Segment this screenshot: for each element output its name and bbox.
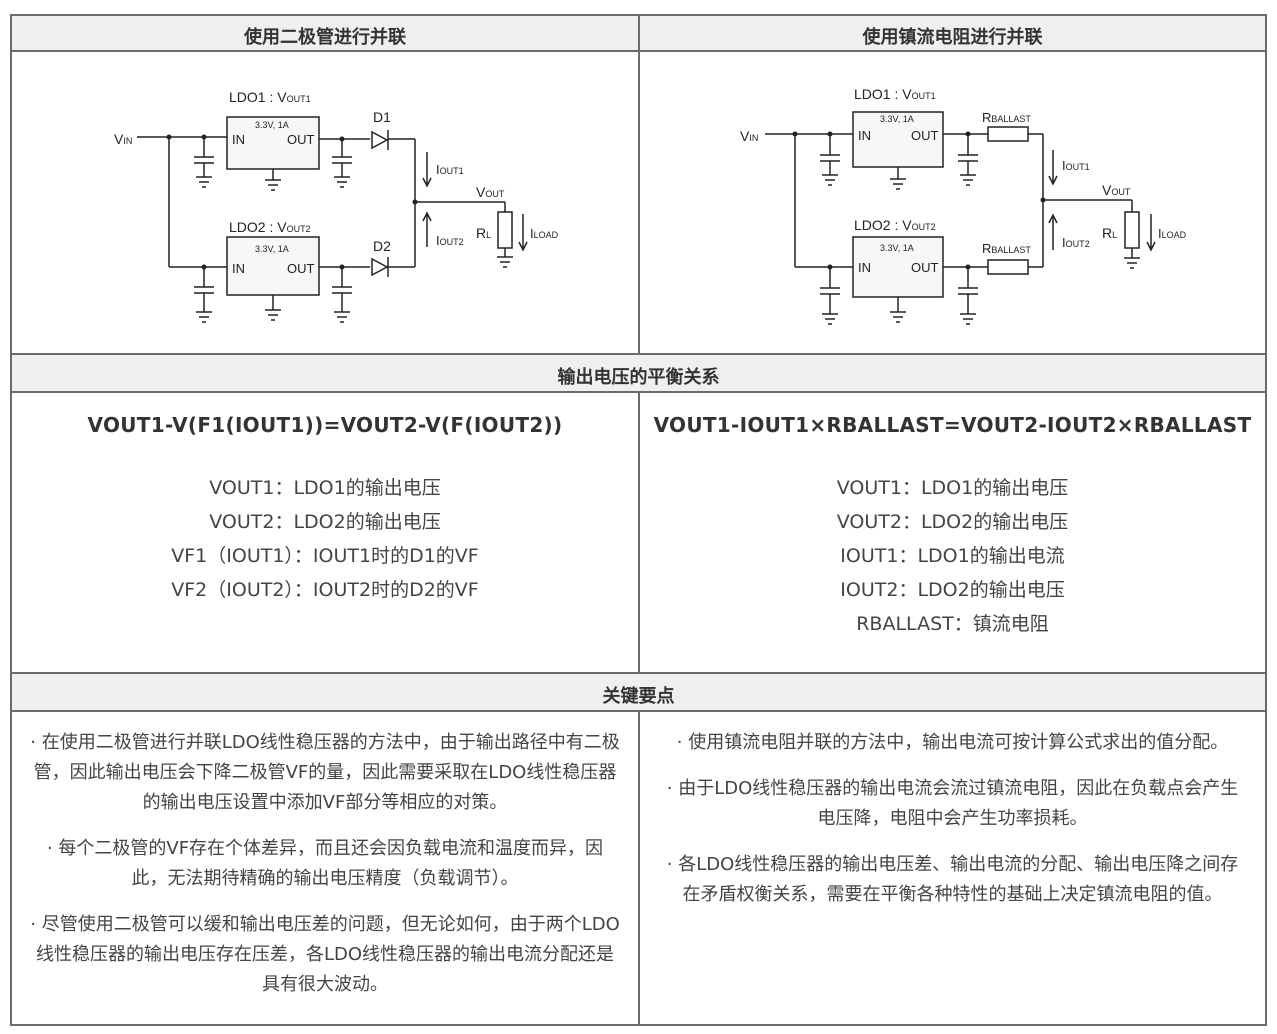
- section-balance-header: 输出电压的平衡关系: [10, 353, 1267, 393]
- rballast2-label: RBALLAST: [982, 241, 1031, 256]
- ldo2-label: LDO2 : VOUT2: [229, 219, 311, 235]
- ldo1-in-pin: IN: [858, 128, 871, 143]
- iout2-label: IOUT2: [1062, 235, 1090, 250]
- formula-left-definitions: VOUT1：LDO1的输出电压 VOUT2：LDO2的输出电压 VF1（IOUT…: [12, 471, 638, 607]
- ldo2-label: LDO2 : VOUT2: [854, 217, 936, 233]
- diagram-right-cell: VIN LDO1 : VOUT1 3.3V, 1A IN OUT LDO2 : …: [638, 50, 1267, 355]
- header-right-label: 使用镇流电阻进行并联: [862, 27, 1043, 48]
- ldo1-out-pin: OUT: [287, 132, 315, 147]
- key-point-item: · 各LDO线性稳压器的输出电压差、输出电流的分配、输出电压降之间存在矛盾权衡关…: [666, 854, 1239, 905]
- diode-parallel-circuit: VIN LDO1 : VOUT1 3.3V, 1A IN OUT LDO2 : …: [114, 89, 559, 323]
- ldo2-out-pin: OUT: [911, 260, 939, 275]
- section-points-header: 关键要点: [10, 672, 1267, 712]
- ldo2-in-pin: IN: [232, 261, 245, 276]
- iout1-label: IOUT1: [1062, 158, 1090, 173]
- rballast1-label: RBALLAST: [982, 110, 1031, 125]
- definition-item: VOUT2：LDO2的输出电压: [209, 511, 441, 533]
- ballast-parallel-circuit: VIN LDO1 : VOUT1 3.3V, 1A IN OUT LDO2 : …: [740, 86, 1187, 325]
- definition-item: VF2（IOUT2）：IOUT2时的D2的VF: [171, 579, 479, 601]
- vin-label: VIN: [114, 131, 132, 147]
- formula-right-definitions: VOUT1：LDO1的输出电压 VOUT2：LDO2的输出电压 IOUT1：LD…: [640, 471, 1265, 641]
- iout2-label: IOUT2: [436, 233, 464, 248]
- ldo1-in-pin: IN: [232, 132, 245, 147]
- key-point-item: · 每个二极管的VF存在个体差异，而且还会因负载电流和温度而异，因此，无法期待精…: [46, 838, 604, 889]
- iload-label: ILOAD: [530, 226, 559, 241]
- vout-label: VOUT: [1102, 182, 1131, 198]
- key-point-item: · 由于LDO线性稳压器的输出电流会流过镇流电阻，因此在负载点会产生电压降，电阻…: [666, 778, 1239, 829]
- ldo2-out-pin: OUT: [287, 261, 315, 276]
- definition-item: RBALLAST：镇流电阻: [856, 613, 1049, 635]
- key-point-item: · 尽管使用二极管可以缓和输出电压差的问题，但无论如何，由于两个LDO线性稳压器…: [30, 914, 620, 995]
- d1-label: D1: [373, 109, 391, 125]
- header-right: 使用镇流电阻进行并联: [638, 14, 1267, 52]
- d2-label: D2: [373, 238, 391, 254]
- rl-label: RL: [476, 225, 491, 241]
- points-right-cell: · 使用镇流电阻并联的方法中，输出电流可按计算公式求出的值分配。 · 由于LDO…: [638, 710, 1267, 1026]
- ldo1-label: LDO1 : VOUT1: [229, 89, 311, 105]
- ldo1-label: LDO1 : VOUT1: [854, 86, 936, 102]
- definition-item: VF1（IOUT1）：IOUT1时的D1的VF: [171, 545, 479, 567]
- definition-item: IOUT1：LDO1的输出电流: [840, 545, 1065, 567]
- definition-item: VOUT1：LDO1的输出电压: [836, 477, 1069, 499]
- definition-item: VOUT2：LDO2的输出电压: [836, 511, 1069, 533]
- section-points-title: 关键要点: [602, 686, 675, 707]
- ldo1-spec: 3.3V, 1A: [255, 120, 289, 130]
- definition-item: VOUT1：LDO1的输出电压: [209, 477, 441, 499]
- ldo1-spec: 3.3V, 1A: [880, 114, 914, 124]
- definition-item: IOUT2：LDO2的输出电压: [840, 579, 1065, 601]
- formula-right-cell: VOUT1-IOUT1×RBALLAST=VOUT2-IOUT2×RBALLAS…: [638, 391, 1267, 674]
- ldo1-out-pin: OUT: [911, 128, 939, 143]
- key-point-item: · 在使用二极管进行并联LDO线性稳压器的方法中，由于输出路径中有二极管，因此输…: [30, 732, 620, 813]
- iout1-label: IOUT1: [436, 162, 464, 177]
- header-left-label: 使用二极管进行并联: [244, 27, 406, 48]
- formula-left: VOUT1-V(F1(IOUT1))=VOUT2-V(F(IOUT2)): [87, 413, 563, 437]
- vin-label: VIN: [740, 128, 758, 144]
- diagram-left-cell: VIN LDO1 : VOUT1 3.3V, 1A IN OUT LDO2 : …: [10, 50, 640, 355]
- section-balance-title: 输出电压的平衡关系: [557, 367, 720, 388]
- ldo2-spec: 3.3V, 1A: [880, 243, 914, 253]
- formula-right: VOUT1-IOUT1×RBALLAST=VOUT2-IOUT2×RBALLAS…: [653, 413, 1252, 437]
- ldo2-in-pin: IN: [858, 260, 871, 275]
- points-left-cell: · 在使用二极管进行并联LDO线性稳压器的方法中，由于输出路径中有二极管，因此输…: [10, 710, 640, 1026]
- iload-label: ILOAD: [1158, 226, 1187, 241]
- ldo2-spec: 3.3V, 1A: [255, 244, 289, 254]
- vout-label: VOUT: [476, 184, 505, 200]
- key-point-item: · 使用镇流电阻并联的方法中，输出电流可按计算公式求出的值分配。: [676, 732, 1229, 753]
- formula-left-cell: VOUT1-V(F1(IOUT1))=VOUT2-V(F(IOUT2)) VOU…: [10, 391, 640, 674]
- rl-label: RL: [1102, 225, 1117, 241]
- header-left: 使用二极管进行并联: [10, 14, 640, 52]
